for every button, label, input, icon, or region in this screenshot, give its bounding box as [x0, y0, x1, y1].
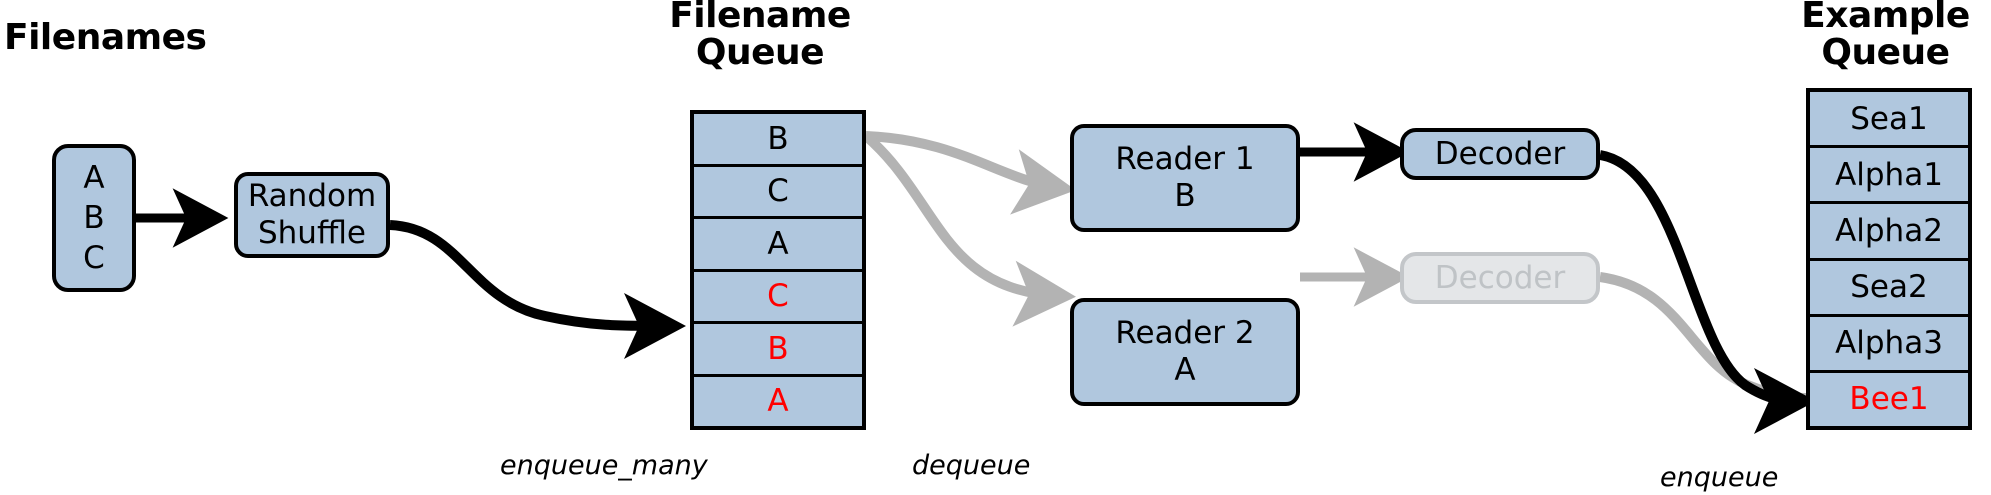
- cell-text: Sea2: [1850, 269, 1928, 306]
- cell-text: Alpha2: [1835, 212, 1943, 249]
- label-enqueue-many: enqueue_many: [500, 450, 708, 481]
- cell-text: C: [767, 173, 789, 210]
- cell-text: Alpha1: [1835, 156, 1943, 193]
- reader-1-node[interactable]: Reader 1 B: [1070, 124, 1300, 232]
- edge-queue-to-reader1: [865, 131, 1076, 215]
- filenames-item-1: B: [83, 199, 105, 236]
- filename-queue-cell[interactable]: A: [694, 377, 862, 427]
- edge-queue-to-reader2: [862, 132, 1076, 327]
- decoder-1-label: Decoder: [1434, 135, 1566, 172]
- filenames-stack[interactable]: A B C: [52, 144, 136, 292]
- reader-1-title: Reader 1: [1115, 141, 1255, 178]
- filenames-item-0: A: [83, 159, 105, 196]
- random-shuffle-label-line2: Shuffle: [257, 215, 366, 251]
- edge-decoder1-to-example-queue: [1598, 150, 1817, 434]
- cell-text: Bee1: [1849, 381, 1929, 418]
- heading-example-queue: Example Queue: [1801, 0, 1970, 73]
- random-shuffle-label-line1: Random: [247, 178, 377, 215]
- reader-1-value: B: [1174, 178, 1196, 214]
- label-enqueue: enqueue: [1660, 462, 1779, 493]
- filename-queue[interactable]: B C A C B A: [690, 110, 866, 430]
- cell-text: Alpha3: [1835, 325, 1943, 362]
- example-queue-cell[interactable]: Bee1: [1810, 373, 1968, 426]
- edge-shuffle-to-filename-queue: [389, 220, 687, 359]
- example-queue-cell[interactable]: Alpha3: [1810, 317, 1968, 373]
- filename-queue-cell[interactable]: C: [694, 167, 862, 219]
- edge-decoder2-to-example-queue: [1599, 272, 1807, 403]
- example-queue-cell[interactable]: Alpha1: [1810, 148, 1968, 205]
- filename-queue-cell[interactable]: B: [694, 114, 862, 167]
- example-queue-cell[interactable]: Alpha2: [1810, 204, 1968, 261]
- example-queue[interactable]: Sea1 Alpha1 Alpha2 Sea2 Alpha3 Bee1: [1806, 88, 1972, 430]
- example-queue-cell[interactable]: Sea1: [1810, 92, 1968, 149]
- reader-2-title: Reader 2: [1115, 315, 1255, 352]
- cell-text: B: [767, 120, 789, 157]
- cell-text: C: [767, 278, 789, 315]
- filename-queue-cell[interactable]: C: [694, 272, 862, 324]
- label-dequeue: dequeue: [912, 450, 1031, 481]
- decoder-2-node[interactable]: Decoder: [1400, 252, 1600, 304]
- cell-text: B: [767, 330, 789, 367]
- filename-queue-cell[interactable]: A: [694, 219, 862, 272]
- reader-2-node[interactable]: Reader 2 A: [1070, 298, 1300, 406]
- heading-filenames: Filenames: [4, 17, 207, 58]
- cell-text: A: [767, 225, 789, 262]
- decoder-2-label: Decoder: [1434, 259, 1566, 296]
- cell-text: Sea1: [1850, 100, 1928, 137]
- filename-queue-cell[interactable]: B: [694, 324, 862, 377]
- reader-2-value: A: [1174, 352, 1196, 388]
- example-queue-cell[interactable]: Sea2: [1810, 261, 1968, 317]
- cell-text: A: [767, 383, 789, 420]
- filenames-item-2: C: [83, 240, 105, 277]
- decoder-1-node[interactable]: Decoder: [1400, 128, 1600, 180]
- random-shuffle-node[interactable]: Random Shuffle: [234, 172, 390, 258]
- heading-filename-queue: Filename Queue: [669, 0, 851, 73]
